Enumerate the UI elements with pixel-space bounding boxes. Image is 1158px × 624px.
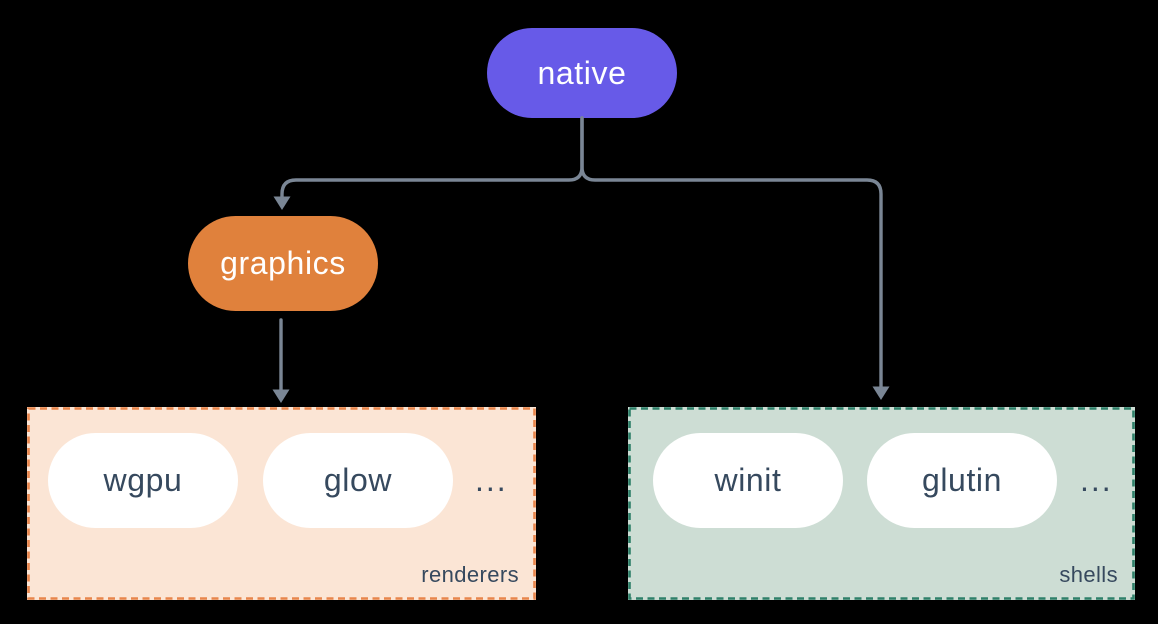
crate-pill-glow: glow — [263, 433, 453, 528]
renderers-group-label: renderers — [421, 562, 519, 587]
crate-pill-winit: winit — [653, 433, 843, 528]
node-native: native — [487, 28, 677, 118]
arrowhead-graphics — [273, 196, 291, 210]
node-graphics-label: graphics — [220, 245, 346, 281]
arrowhead-shells — [872, 386, 890, 400]
group-shells: winit glutin ... shells — [628, 407, 1135, 600]
crate-label-winit: winit — [714, 462, 782, 498]
edge-native-to-graphics — [280, 116, 584, 199]
crate-label-glow: glow — [323, 462, 393, 498]
crate-pill-wgpu: wgpu — [48, 433, 238, 528]
node-graphics: graphics — [188, 216, 378, 311]
node-native-label: native — [537, 54, 627, 91]
crate-label-glutin: glutin — [921, 462, 1003, 498]
renderers-ellipsis: ... — [475, 462, 508, 498]
crate-pill-glutin: glutin — [867, 433, 1057, 528]
shells-group-label: shells — [1059, 562, 1118, 587]
edge-native-to-shells — [580, 116, 883, 389]
arrowhead-renderers — [272, 389, 290, 403]
group-renderers: wgpu glow ... renderers — [27, 407, 536, 600]
crate-label-wgpu: wgpu — [103, 462, 183, 498]
shells-ellipsis: ... — [1080, 462, 1113, 498]
